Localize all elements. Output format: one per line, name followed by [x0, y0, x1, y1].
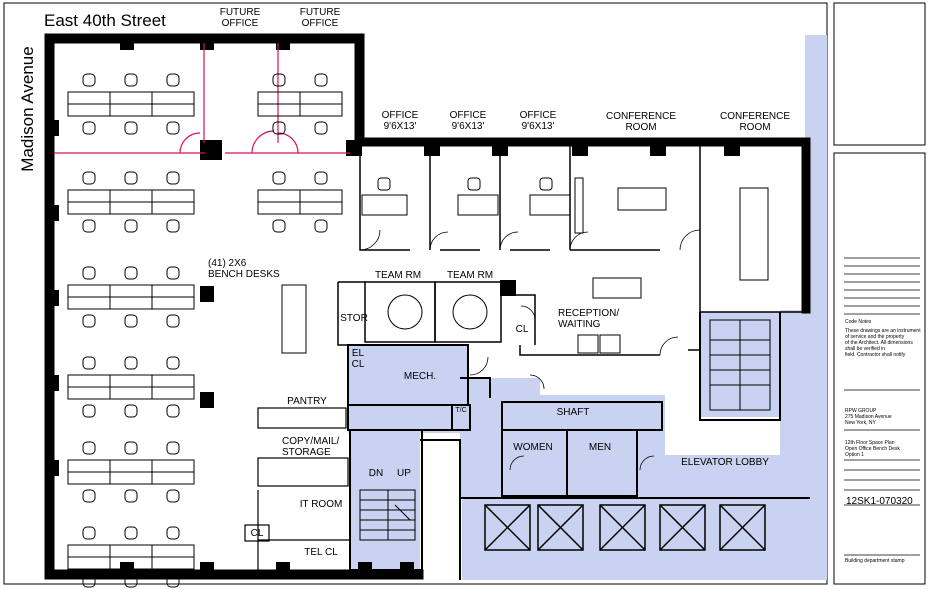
chair-icon — [166, 121, 180, 135]
conference-room-label: CONFERENCE ROOM — [719, 111, 790, 133]
bench-desk — [151, 471, 195, 485]
bench-desk — [151, 103, 195, 117]
chair-icon — [166, 219, 180, 233]
team-room-label: TEAM RM — [446, 270, 494, 281]
chair-icon — [124, 526, 138, 540]
north-street-label: East 40th Street — [44, 11, 166, 30]
shaft-label: SHAFT — [556, 407, 590, 418]
notes-text: These drawings are an instrument of serv… — [845, 328, 921, 358]
bench-desks-label: (41) 2X6 BENCH DESKS — [208, 258, 280, 280]
notes-heading: Code Notes — [845, 319, 872, 325]
men-restroom-label: MEN — [588, 442, 612, 453]
telecom-closet-label: TEL CL — [304, 547, 338, 558]
stair-down-label: DN — [368, 468, 384, 479]
chair-icon — [82, 73, 96, 87]
storage-label: STOR — [340, 313, 368, 324]
women-restroom-label: WOMEN — [513, 442, 553, 453]
office-label: OFFICE 9'6X13' — [449, 110, 487, 132]
chair-icon — [124, 574, 138, 588]
chair-icon — [124, 356, 138, 370]
chair-icon — [314, 121, 328, 135]
electrical-closet-label: EL CL — [351, 348, 365, 370]
chair-icon — [272, 219, 286, 233]
closet-label: CL — [515, 324, 529, 335]
mech-label: MECH. — [403, 371, 437, 382]
bench-desk — [299, 103, 343, 117]
chair-icon — [82, 404, 96, 418]
footer-note: Building department stamp — [845, 558, 905, 564]
chair-icon — [82, 171, 96, 185]
chair-icon — [314, 73, 328, 87]
chair-icon — [82, 266, 96, 280]
chair-icon — [166, 404, 180, 418]
chair-icon — [124, 171, 138, 185]
chair-icon — [124, 73, 138, 87]
chair-icon — [82, 489, 96, 503]
chair-icon — [124, 266, 138, 280]
chair-icon — [166, 266, 180, 280]
reception-label: RECEPTION/ WAITING — [558, 308, 620, 330]
chair-icon — [124, 219, 138, 233]
chair-icon — [166, 441, 180, 455]
tc-label: T/C — [455, 407, 467, 414]
chair-icon — [82, 314, 96, 328]
chair-icon — [166, 356, 180, 370]
chair-icon — [82, 121, 96, 135]
chair-icon — [124, 441, 138, 455]
drawing-title: 12th Floor Space Plan Open Office Bench … — [845, 440, 900, 458]
office-label: OFFICE 9'6X13' — [381, 110, 419, 132]
team-room-label: TEAM RM — [374, 270, 422, 281]
elevator-lobby-label: ELEVATOR LOBBY — [681, 457, 769, 468]
conference-room-label: CONFERENCE ROOM — [605, 111, 676, 133]
chair-icon — [82, 219, 96, 233]
chair-icon — [166, 314, 180, 328]
chair-icon — [82, 574, 96, 588]
office-label: OFFICE 9'6X13' — [519, 110, 557, 132]
sheet-number: 12SK1-070320 — [846, 496, 913, 507]
chair-icon — [314, 219, 328, 233]
chair-icon — [124, 314, 138, 328]
chair-icon — [124, 489, 138, 503]
chair-icon — [124, 404, 138, 418]
bench-desk — [151, 201, 195, 215]
chair-icon — [82, 441, 96, 455]
future-office-label: FUTURE OFFICE — [219, 7, 261, 29]
bench-desk — [151, 556, 195, 570]
copy-mail-storage-label: COPY/MAIL/ STORAGE — [282, 436, 340, 458]
chair-icon — [166, 526, 180, 540]
client-info: RPW GROUP 275 Madison Avenue New York, N… — [845, 408, 892, 426]
bench-desk — [151, 386, 195, 400]
closet-label: CL — [250, 528, 264, 539]
pantry-label: PANTRY — [287, 396, 327, 407]
chair-icon — [82, 526, 96, 540]
chair-icon — [272, 171, 286, 185]
bench-desk — [151, 296, 195, 310]
chair-icon — [166, 171, 180, 185]
chair-icon — [166, 73, 180, 87]
stair-up-label: UP — [397, 468, 411, 479]
chair-icon — [166, 489, 180, 503]
it-room-label: IT ROOM — [299, 499, 343, 510]
chair-icon — [82, 356, 96, 370]
future-office-label: FUTURE OFFICE — [299, 7, 341, 29]
chair-icon — [314, 171, 328, 185]
chair-icon — [166, 574, 180, 588]
chair-icon — [272, 73, 286, 87]
chair-icon — [124, 121, 138, 135]
chair-icon — [272, 121, 286, 135]
bench-desk — [299, 201, 343, 215]
